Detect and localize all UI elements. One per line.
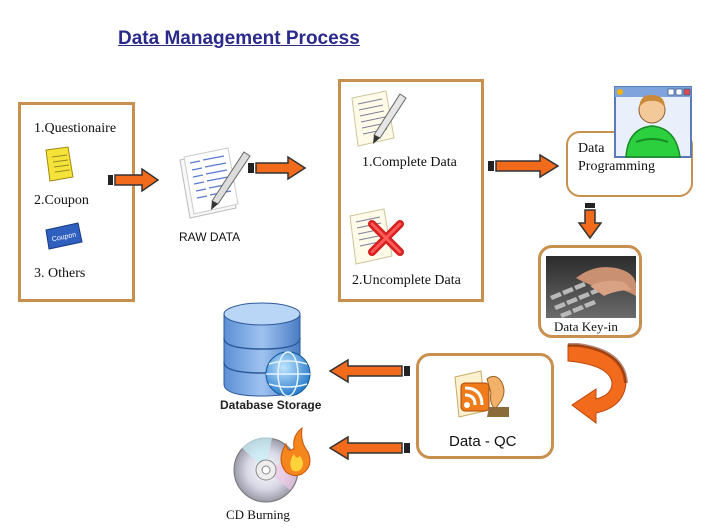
database-storage-label: Database Storage bbox=[220, 398, 322, 412]
document-pen-icon bbox=[179, 147, 251, 219]
keyboard-icon bbox=[546, 256, 636, 318]
source-box bbox=[18, 102, 135, 302]
source-others-label: 3. Others bbox=[34, 266, 86, 281]
programming-label-line2: Programming bbox=[578, 159, 655, 174]
complete-data-label: 1.Complete Data bbox=[362, 155, 457, 170]
page-title: Data Management Process bbox=[118, 28, 360, 49]
arrow-to-database bbox=[328, 358, 410, 384]
document-check-icon bbox=[351, 90, 407, 147]
raw-data-label: RAW DATA bbox=[179, 230, 241, 244]
arrow-to-programming bbox=[488, 153, 560, 179]
database-globe-icon bbox=[223, 302, 311, 397]
programmer-icon bbox=[614, 86, 692, 158]
coupon-icon: Coupon bbox=[45, 222, 83, 250]
rss-reader-icon bbox=[454, 370, 509, 418]
coupon-icon-text: Coupon bbox=[51, 231, 77, 243]
programming-label-line1: Data bbox=[578, 141, 605, 156]
cd-burning-label: CD Burning bbox=[226, 507, 290, 522]
curved-arrow-to-qc bbox=[567, 343, 628, 424]
source-coupon-label: 2.Coupon bbox=[34, 193, 89, 208]
notepad-icon bbox=[45, 146, 74, 182]
arrow-to-raw-data bbox=[108, 167, 160, 193]
document-cross-icon bbox=[349, 208, 404, 265]
cd-fire-icon bbox=[233, 426, 311, 503]
source-questionaire-label: 1.Questionaire bbox=[34, 121, 117, 136]
uncomplete-data-label: 2.Uncomplete Data bbox=[352, 273, 461, 288]
arrow-to-validation bbox=[248, 155, 307, 181]
qc-label: Data - QC bbox=[449, 433, 517, 450]
keyin-label: Data Key-in bbox=[554, 319, 618, 334]
arrow-to-cd bbox=[328, 435, 410, 461]
arrow-to-keyin bbox=[577, 203, 603, 240]
